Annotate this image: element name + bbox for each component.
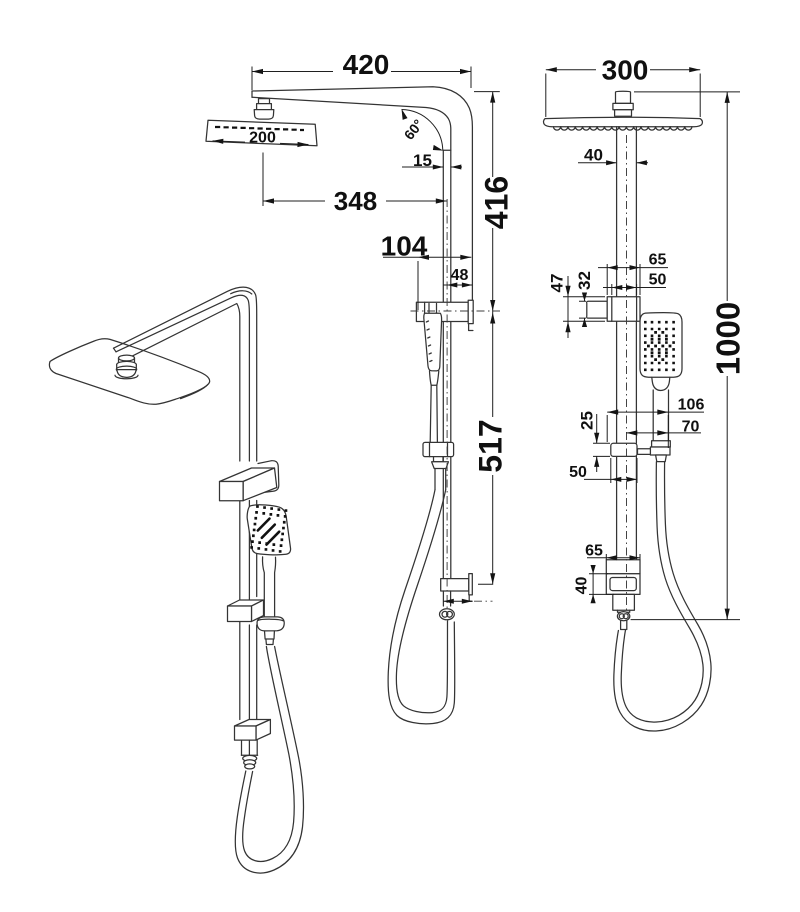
svg-text:50: 50 (569, 464, 587, 481)
svg-text:65: 65 (649, 252, 667, 269)
svg-text:106: 106 (678, 397, 705, 414)
svg-text:48: 48 (451, 267, 469, 284)
svg-text:47: 47 (548, 274, 567, 293)
svg-text:65: 65 (585, 542, 603, 559)
svg-text:40: 40 (584, 146, 603, 165)
svg-text:70: 70 (682, 419, 700, 436)
svg-text:348: 348 (334, 186, 377, 216)
svg-text:15: 15 (413, 151, 432, 170)
svg-text:300: 300 (602, 55, 649, 86)
svg-text:32: 32 (575, 271, 594, 290)
svg-text:200: 200 (249, 130, 276, 147)
svg-text:420: 420 (343, 49, 390, 80)
svg-text:50: 50 (649, 271, 667, 288)
svg-text:104: 104 (381, 231, 428, 262)
svg-text:517: 517 (473, 419, 509, 472)
svg-text:25: 25 (578, 411, 597, 430)
svg-text:416: 416 (479, 176, 515, 229)
svg-text:40: 40 (573, 577, 590, 595)
svg-text:1000: 1000 (709, 302, 746, 375)
